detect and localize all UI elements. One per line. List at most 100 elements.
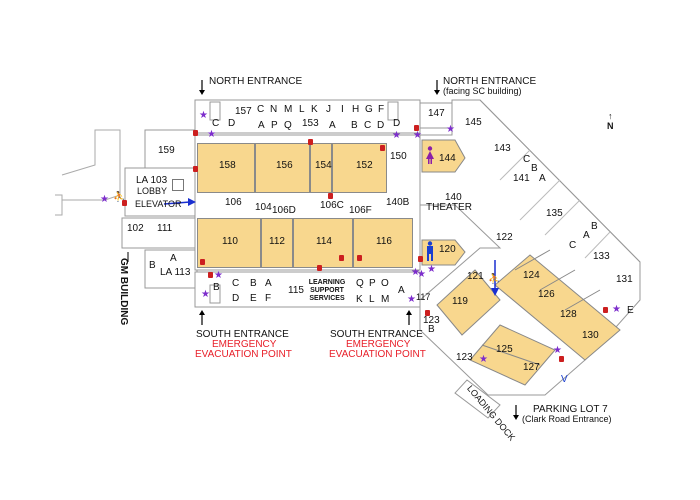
fire-extinguisher-icon [559, 356, 564, 362]
north-entrance-left-label: NORTH ENTRANCE [209, 76, 303, 87]
lobby-label: LOBBY [137, 186, 168, 196]
star-marker-icon: ★ [100, 194, 109, 205]
label-124: 124 [523, 270, 540, 281]
label-143: 143 [494, 143, 511, 154]
room-115: 115 [288, 285, 304, 296]
evac-right-line2: EVACUATION POINT [329, 349, 426, 360]
star-marker-icon: ★ [411, 267, 420, 278]
evac-left-line1: EMERGENCY [212, 339, 277, 350]
star-marker-icon: ★ [446, 124, 455, 135]
fire-extinguisher-icon [193, 166, 198, 172]
star-marker-icon: ★ [479, 354, 488, 365]
south-room-a: A [265, 278, 272, 289]
star-marker-icon: ★ [413, 130, 422, 141]
stair-d: D [393, 118, 401, 129]
north-room-h: H [352, 104, 360, 115]
north-room-j: J [326, 104, 331, 115]
label-123b: B [428, 324, 435, 335]
fire-extinguisher-icon [308, 139, 313, 145]
lss-line-1: LEARNING [308, 279, 346, 286]
fire-extinguisher-icon [200, 259, 205, 265]
label-135b: B [591, 221, 598, 232]
label-106f: 106F [349, 205, 372, 216]
label-106c: 106C [320, 200, 344, 211]
label-150: 150 [390, 151, 407, 162]
north-entrance-right-sub: (facing SC building) [443, 86, 522, 96]
fire-extinguisher-icon [122, 200, 127, 206]
compass-north-label: N [607, 121, 614, 131]
label-141: 141 [513, 173, 530, 184]
label-154: 154 [315, 160, 332, 171]
fire-extinguisher-icon [357, 255, 362, 261]
star-marker-icon: ★ [407, 294, 416, 305]
fire-extinguisher-icon [193, 130, 198, 136]
label-144: 144 [439, 153, 456, 164]
label-156: 156 [276, 160, 293, 171]
room-154 [310, 143, 332, 193]
room-159: 159 [158, 145, 175, 156]
south-entrance-right-label: SOUTH ENTRANCE [330, 329, 423, 340]
label-130: 130 [582, 330, 599, 341]
south-room-p: P [369, 278, 376, 289]
evac-left-line2: EVACUATION POINT [195, 349, 292, 360]
north-room-d: D [377, 120, 385, 131]
south-room-q: Q [356, 278, 364, 289]
fire-extinguisher-icon [208, 272, 213, 278]
label-135c: C [569, 240, 577, 251]
north-room-a2: A [329, 120, 336, 131]
star-marker-icon: ★ [612, 304, 621, 315]
south-room-f: F [265, 293, 272, 304]
north-room-b: B [351, 120, 358, 131]
learning-support-services: LEARNING SUPPORT SERVICES [306, 279, 348, 303]
south-room-c: C [232, 278, 240, 289]
label-141a: A [539, 173, 546, 184]
label-120: 120 [439, 244, 456, 255]
label-v: V [561, 374, 568, 385]
lss-line-2: SUPPORT [310, 287, 344, 294]
fire-extinguisher-icon [380, 145, 385, 151]
room-157: 157 [235, 106, 252, 117]
room-153: 153 [302, 118, 319, 129]
label-104: 104 [255, 202, 272, 213]
north-entrance-right-label: NORTH ENTRANCE [443, 76, 537, 87]
label-128: 128 [560, 309, 577, 320]
room-111: 111 [157, 223, 173, 234]
north-room-m: M [284, 104, 293, 115]
label-127: 127 [523, 362, 540, 373]
fire-extinguisher-icon [418, 256, 423, 262]
north-room-p: P [271, 120, 278, 131]
south-room-a2: A [398, 285, 405, 296]
star-marker-icon: ★ [214, 270, 223, 281]
label-123b-num: 123 [423, 315, 440, 326]
stair-b: B [213, 282, 220, 293]
mens-restroom-icon [427, 241, 433, 261]
parking-lot-sub: (Clark Road Entrance) [522, 414, 612, 424]
star-marker-icon: ★ [427, 264, 436, 275]
star-marker-icon: ★ [417, 269, 426, 280]
south-room-m: M [381, 294, 390, 305]
room-156 [255, 143, 310, 193]
south-room-e: E [250, 293, 257, 304]
label-106: 106 [225, 197, 242, 208]
label-131: 131 [616, 274, 633, 285]
label-125: 125 [496, 344, 513, 355]
label-116: 116 [376, 236, 392, 247]
north-room-c: C [257, 104, 265, 115]
exit-sign-icon: ⛹ [488, 274, 501, 285]
room-113a: A [170, 253, 177, 264]
fire-extinguisher-icon [317, 265, 322, 271]
elevator-label: ELEVATOR [135, 199, 182, 209]
label-e: E [627, 305, 634, 316]
north-arrow-icon: ↑ [608, 111, 613, 121]
south-room-d: D [232, 293, 240, 304]
label-145: 145 [465, 117, 482, 128]
room-158 [197, 143, 255, 193]
room-152 [332, 143, 387, 193]
label-121: 121 [467, 271, 484, 282]
south-entrance-left-label: SOUTH ENTRANCE [196, 329, 289, 340]
fire-extinguisher-icon [603, 307, 608, 313]
exit-sign-icon: ⛹ [113, 192, 126, 203]
theater-label: THEATER [426, 202, 472, 213]
label-141c: C [523, 154, 531, 165]
south-room-k: K [356, 294, 363, 305]
